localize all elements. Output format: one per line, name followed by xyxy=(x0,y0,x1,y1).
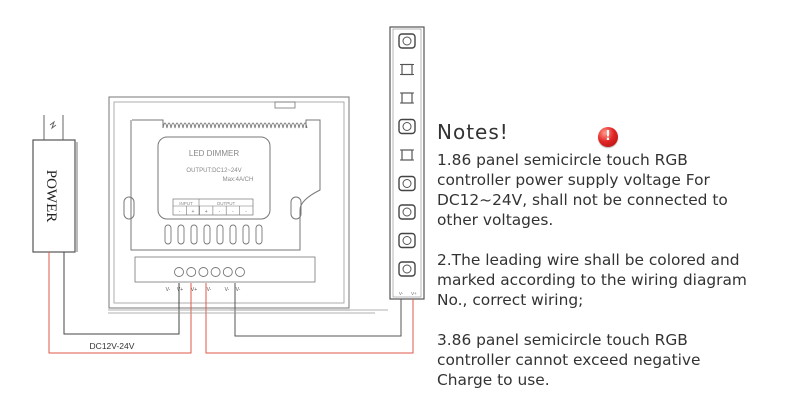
led-lens xyxy=(402,179,412,188)
terminal-label: V- xyxy=(236,287,241,293)
note-1: 1.86 panel semicircle touch RGB controll… xyxy=(437,151,728,229)
vent-slot xyxy=(177,224,185,245)
pin-sign: - xyxy=(179,209,181,215)
resistor xyxy=(401,63,413,76)
resistor xyxy=(401,92,413,104)
terminal-screw xyxy=(235,267,245,277)
strip-positive-wire xyxy=(205,283,414,354)
led-lens xyxy=(402,122,412,131)
terminal-screw xyxy=(174,267,184,277)
led-dimmer-panel: LED DIMMER OUTPUT:DC12~24V Max:4A/CH INP… xyxy=(108,96,350,309)
note-3: 3.86 panel semicircle touch RGB controll… xyxy=(437,331,701,389)
power-supply: POWER xyxy=(32,115,78,253)
dimmer-output-spec: OUTPUT:DC12~24V xyxy=(186,168,241,174)
ac-symbol-icon xyxy=(49,120,57,130)
terminal-label: V- xyxy=(225,287,230,293)
led-chip xyxy=(398,232,416,249)
pin-sign: - xyxy=(245,209,247,215)
vent-slot xyxy=(229,224,237,245)
vent-slot xyxy=(203,224,211,245)
led-chip xyxy=(398,118,416,135)
terminal-screw xyxy=(210,267,221,277)
warning-icon: ! xyxy=(598,127,618,147)
vent-slot xyxy=(190,224,198,245)
wires xyxy=(48,252,414,354)
led-chip xyxy=(398,261,416,277)
vent-slot xyxy=(242,224,250,245)
vent-slot xyxy=(255,224,263,245)
note-2: 2.The leading wire shall be colored and … xyxy=(437,251,747,309)
vent-slot xyxy=(216,224,224,245)
terminal-label: V- xyxy=(207,287,212,293)
strip-terminal-neg: V- xyxy=(399,291,404,296)
power-label: POWER xyxy=(43,170,59,223)
terminal-screw xyxy=(222,267,233,277)
terminal-screw xyxy=(186,267,197,277)
supply-negative-wire xyxy=(63,252,180,335)
resistor xyxy=(401,149,413,161)
input-header: INPUT xyxy=(179,201,193,206)
terminal-label: V+ xyxy=(177,287,183,293)
pin-sign: - xyxy=(232,209,234,215)
led-chip xyxy=(398,33,416,49)
led-lens xyxy=(402,36,412,46)
strip-negative-wire xyxy=(234,283,402,337)
notes-panel: Notes! 1.86 panel semicircle touch RGB c… xyxy=(437,120,747,410)
led-lens xyxy=(402,264,412,274)
led-chip xyxy=(398,204,416,220)
dimmer-max-spec: Max:4A/CH xyxy=(223,177,254,183)
output-header: OUTPUT xyxy=(217,201,236,206)
pin-sign: + xyxy=(205,209,208,215)
strip-terminal-pos: V+ xyxy=(411,291,417,296)
pin-sign: - xyxy=(219,209,221,215)
led-chip xyxy=(398,175,416,192)
supply-voltage-label: DC12V-24V xyxy=(90,341,135,351)
terminal-label: V+ xyxy=(191,287,197,293)
dimmer-title: LED DIMMER xyxy=(189,149,239,158)
vent-slot xyxy=(164,224,172,245)
supply-positive-wire xyxy=(48,252,192,354)
led-lens xyxy=(402,207,412,217)
led-strip: V- V+ xyxy=(389,26,425,300)
notes-title: Notes! xyxy=(437,120,509,144)
pin-sign: + xyxy=(191,209,194,215)
terminal-label: V- xyxy=(166,287,171,293)
terminal-screw xyxy=(198,267,209,277)
led-lens xyxy=(402,236,412,245)
